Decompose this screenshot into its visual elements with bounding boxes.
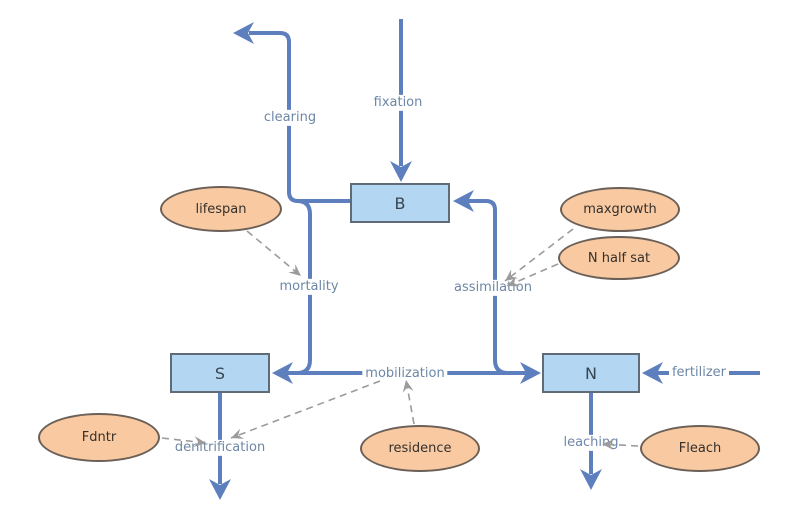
variable-fleach[interactable]: Fleach (640, 425, 760, 472)
stock-b[interactable]: B (350, 183, 450, 223)
flow-label-fertilizer[interactable]: fertilizer (668, 364, 730, 382)
leaching-arrowhead (580, 469, 602, 490)
stock-s[interactable]: S (170, 353, 270, 393)
flow-assimilation[interactable] (453, 190, 509, 375)
flow-label-fixation[interactable]: fixation (370, 94, 426, 112)
variable-lifespan-label: lifespan (195, 201, 247, 217)
variable-fleach-label: Fleach (678, 441, 722, 456)
influence-residence-to-mobilization[interactable] (402, 379, 415, 425)
influence-line (161, 436, 207, 448)
flow-fixation[interactable] (390, 19, 412, 182)
influence-line (504, 228, 574, 282)
variable-residence[interactable]: residence (360, 425, 480, 472)
assimilation-line (468, 199, 509, 375)
influence-fdntr-to-denitrification[interactable] (161, 436, 207, 448)
flow-label-mortality[interactable]: mortality (276, 278, 342, 296)
into-n-arrowhead (520, 362, 541, 384)
flow-label-mobilization[interactable]: mobilization (362, 365, 448, 383)
variable-n-half-sat[interactable]: N half sat (558, 236, 680, 280)
variable-maxgrowth-label: maxgrowth (583, 202, 657, 217)
into-s-arrowhead (272, 362, 293, 384)
influence-line (246, 230, 302, 277)
variable-residence-label: residence (388, 441, 452, 456)
influence-fleach-to-leaching[interactable] (601, 439, 639, 451)
variable-lifespan[interactable]: lifespan (160, 186, 282, 232)
variable-fdntr-label: Fdntr (81, 430, 117, 445)
flow-leaching[interactable] (580, 393, 602, 490)
influence-n-half-sat-to-assimilation[interactable] (506, 263, 559, 287)
influence-line (506, 263, 559, 287)
influence-mobilization-to-denitrification[interactable] (230, 380, 381, 439)
assimilation-arrowhead (453, 190, 474, 212)
fixation-arrowhead (390, 161, 412, 182)
influence-lifespan-to-mortality[interactable] (246, 230, 302, 277)
influence-line (402, 379, 415, 425)
stock-s-label: S (214, 363, 226, 383)
denitrification-arrowhead (209, 479, 231, 500)
fertilizer-arrowhead (642, 362, 663, 384)
influence-line (230, 380, 381, 439)
flow-label-clearing[interactable]: clearing (260, 109, 320, 127)
influence-line (601, 439, 639, 451)
stock-b-label: B (394, 193, 406, 213)
clearing-arrowhead (233, 22, 254, 44)
variable-n-half-sat-label: N half sat (587, 250, 651, 266)
stock-n[interactable]: N (542, 353, 640, 393)
stock-n-label: N (585, 363, 597, 383)
influence-maxgrowth-to-assimilation[interactable] (504, 228, 574, 282)
variable-maxgrowth[interactable]: maxgrowth (560, 187, 680, 232)
flow-denitrification[interactable] (209, 393, 231, 500)
variable-fdntr[interactable]: Fdntr (38, 413, 160, 462)
